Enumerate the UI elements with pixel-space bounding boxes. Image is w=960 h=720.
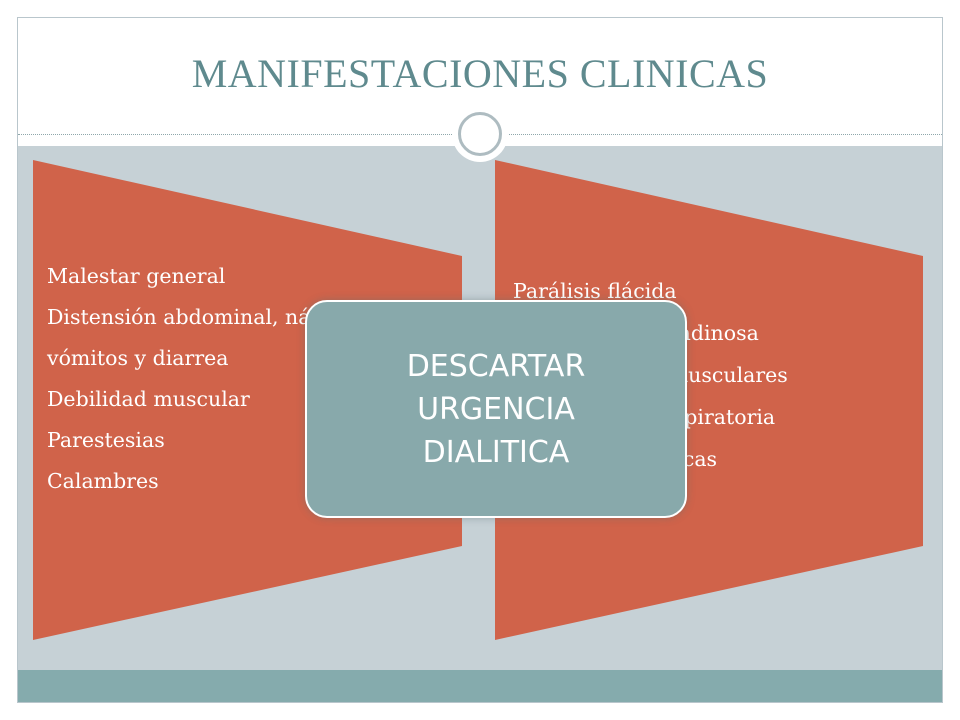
- list-item: Malestar general: [47, 264, 226, 288]
- circle-ornament-ring: [458, 112, 502, 156]
- left-symptom-list: Malestar general Distensión abdominal, n…: [47, 265, 467, 511]
- list-item: Parálisis flácida: [513, 279, 677, 303]
- callout-line-3: DIALITICA: [422, 434, 570, 470]
- list-item: vómitos y diarrea: [47, 346, 229, 370]
- circle-ornament-icon: [452, 106, 508, 162]
- footer-bar: [18, 670, 942, 702]
- right-panel: [495, 160, 923, 640]
- callout-line-1: DESCARTAR: [406, 348, 586, 384]
- callout-line-2: URGENCIA: [417, 391, 575, 427]
- callout-text: DESCARTAR URGENCIA DIALITICA: [307, 345, 685, 474]
- list-item: Debilidad muscular: [47, 387, 250, 411]
- slide-title: MANIFESTACIONES CLINICAS: [191, 51, 769, 96]
- list-item: Distensión abdominal, náuseas: [47, 305, 370, 329]
- left-panel: [33, 160, 462, 640]
- list-item: Calambres: [47, 469, 159, 493]
- slide-frame: [17, 17, 943, 703]
- dialysis-urgency-callout: DESCARTAR URGENCIA DIALITICA: [305, 300, 687, 518]
- list-item: Parestesias: [47, 428, 165, 452]
